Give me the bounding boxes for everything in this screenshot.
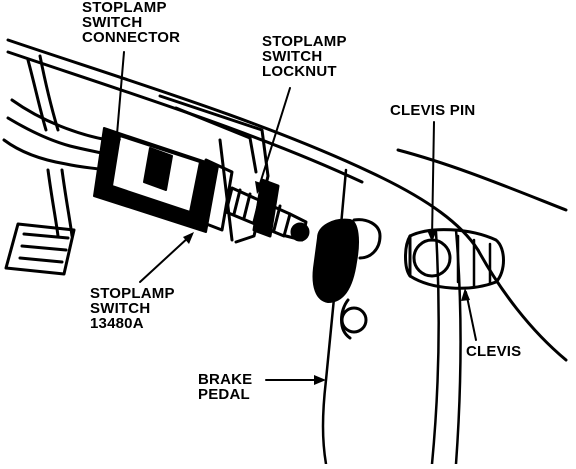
connector-label-line-1: STOPLAMP [82,0,167,16]
switch-label-line-2: SWITCH [90,300,151,317]
locknut-label-line-1: STOPLAMP [262,33,347,50]
clevis-pin-label: CLEVIS PIN [390,103,475,118]
switch-label-line-1: STOPLAMP [90,285,175,302]
connector-label-line-2: SWITCH [82,14,143,31]
clevis-pin-label-line-1: CLEVIS PIN [390,102,476,119]
clevis-label-line-1: CLEVIS [466,343,522,360]
stoplamp-switch-label: STOPLAMP SWITCH 13480A [90,286,175,331]
stoplamp-switch-connector-label: STOPLAMP SWITCH CONNECTOR [82,0,180,45]
brake-pedal-label: BRAKE PEDAL [198,372,252,402]
support-bracket [6,38,568,362]
wiring-harness [2,54,110,276]
stoplamp-switch-body [93,127,234,233]
pedal-bushing [312,218,382,340]
switch-label-line-3: 13480A [90,315,144,332]
leader-lines [115,51,477,381]
clevis-label: CLEVIS [466,344,521,359]
brake-pedal-label-line-2: PEDAL [198,386,250,403]
connector-label-line-3: CONNECTOR [82,29,181,46]
switch-plunger [224,178,310,242]
brake-pedal-label-line-1: BRAKE [198,371,253,388]
locknut-label-line-2: SWITCH [262,48,323,65]
stoplamp-switch-locknut-label: STOPLAMP SWITCH LOCKNUT [262,34,347,79]
switch-bracket [158,94,270,244]
clevis-assembly [404,228,505,290]
locknut-label-line-3: LOCKNUT [262,63,337,80]
leader-arrowheads [111,138,470,385]
